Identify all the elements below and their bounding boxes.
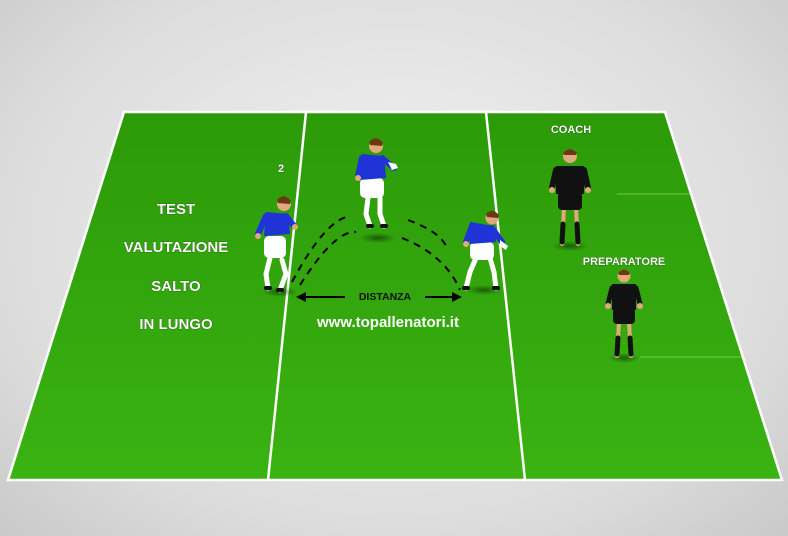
pitch [6, 110, 784, 482]
coach-label: COACH [551, 124, 591, 136]
title-line: VALUTAZIONE [124, 239, 228, 256]
title-line: SALTO [151, 278, 201, 295]
trajectory-arc [291, 215, 351, 283]
trajectory-arc [401, 237, 461, 291]
distance-indicator: DISTANZA [296, 291, 462, 303]
coach-icon [549, 149, 591, 251]
distance-label: DISTANZA [359, 291, 412, 303]
jump-trajectory [291, 215, 461, 291]
player-number-label: 2 [278, 163, 284, 175]
player-icon [355, 138, 398, 243]
preparatore-label: PREPARATORE [583, 256, 666, 268]
player-icon [255, 196, 298, 297]
player-icon [462, 210, 508, 295]
website-watermark: www.topallenatori.it [316, 314, 459, 331]
title-line: TEST [157, 201, 195, 218]
coach-icon [605, 269, 643, 363]
drill-title: TEST VALUTAZIONE SALTO IN LUNGO [123, 201, 228, 334]
pitch-surface [6, 110, 784, 482]
title-line: IN LUNGO [139, 316, 213, 333]
pitch-line-right [484, 111, 527, 481]
trajectory-arc [407, 219, 447, 247]
